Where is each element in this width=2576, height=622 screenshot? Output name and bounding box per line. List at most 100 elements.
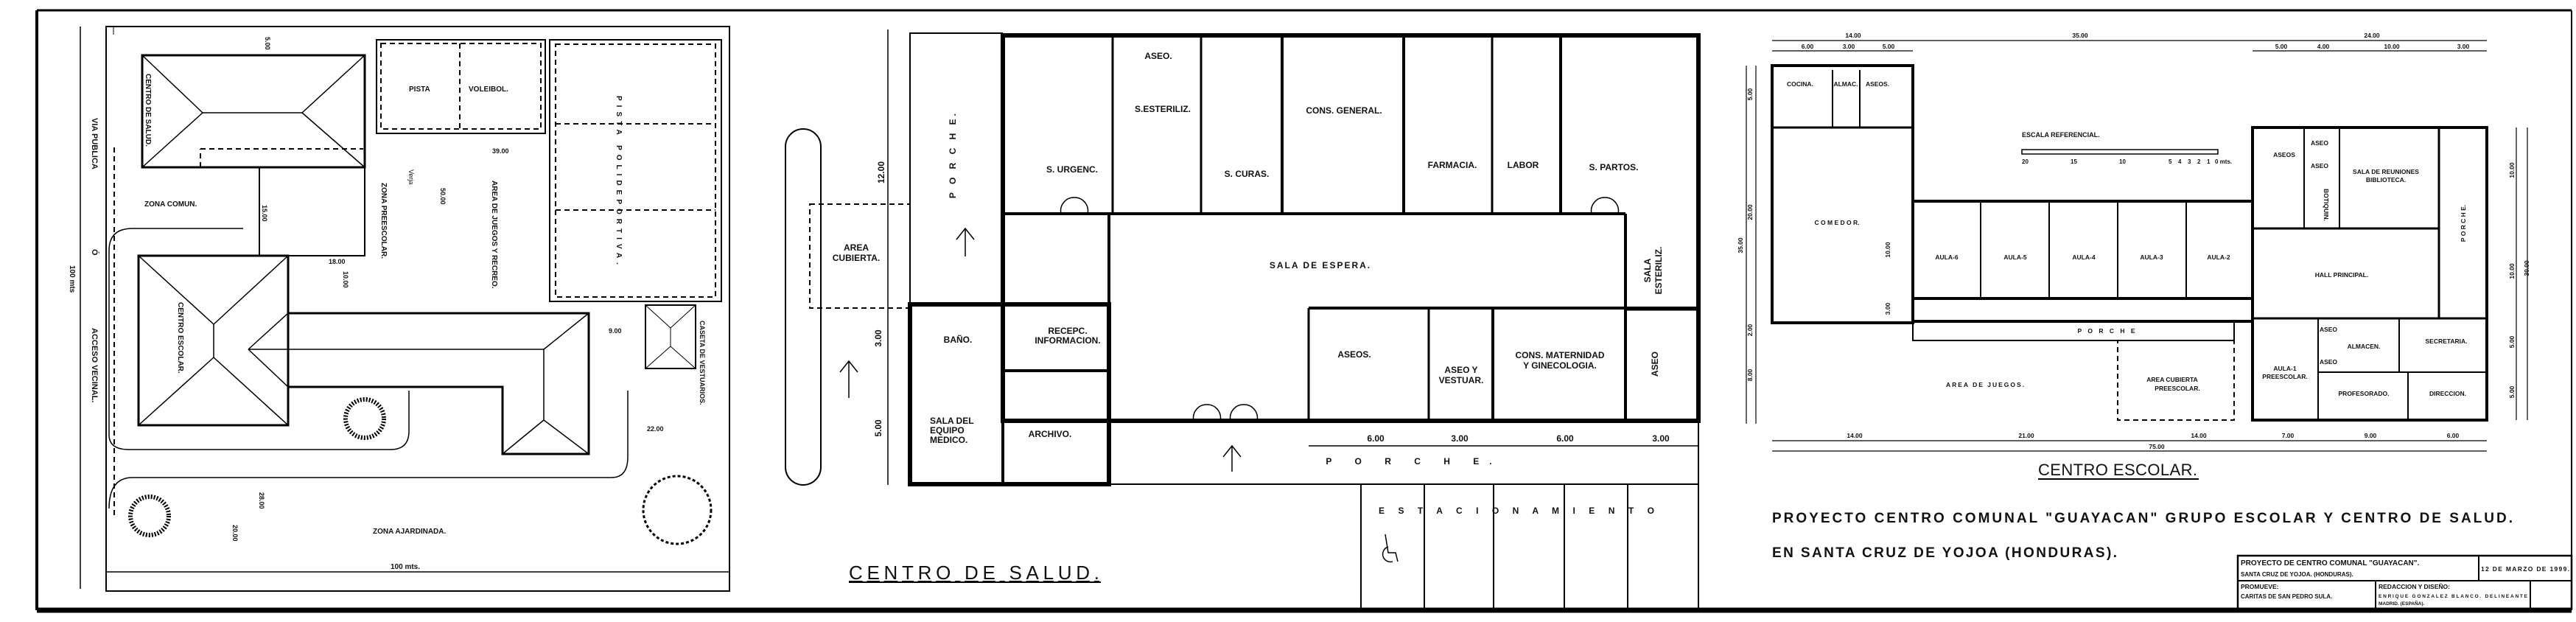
room-curas: S. CURAS. [1225,169,1270,179]
room-secretaria: SECRETARIA. [2426,338,2468,345]
school-plan: ESCALA REFERENCIAL. 20 15 10 5 4 3 2 1 0… [1737,32,2530,480]
room-aseo: ASEO [2311,139,2328,147]
dim-100-h: 100 mts. [391,563,420,571]
tree-icon [128,495,171,537]
title-block: PROYECTO DE CENTRO COMUNAL "GUAYACAN". S… [2236,554,2573,610]
dim: 10.00 [2384,43,2400,50]
room-comedor: C O M E D O R. [1815,219,1860,226]
room-aula-5: AULA-5 [2003,254,2026,261]
scale-tick: 3 [2188,158,2191,165]
porche-vertical: P O R C H E. [948,111,958,198]
multisport-court [549,39,722,302]
site-plan: VIA PUBLICA Ó ACCESO VECINAL. 100 mts 10… [68,26,730,592]
room-urgencias: S. URGENC. [1046,164,1098,175]
dim: 5.00 [2508,385,2516,398]
dim: 14.00 [2191,432,2207,439]
room-aula-2: AULA-2 [2207,254,2230,261]
area-cubierta-l1: AREA [844,242,869,253]
entry-arrow-icon [839,360,858,398]
scale-tick: 2 [2197,158,2201,165]
porche-horizontal: P O R C H E. [1326,456,1502,466]
dim-total: 30.00 [2523,260,2530,276]
title-line-1: PROYECTO CENTRO COMUNAL "GUAYACAN" GRUPO… [1772,511,2513,526]
dim: 10.00 [2508,162,2516,178]
area-juegos: AREA DE JUEGOS. [1946,381,2026,388]
dim-h: 6.00 [1367,433,1385,444]
door-icon [1192,404,1259,422]
room-aseo: ASEO [2311,162,2328,170]
block-place: SANTA CRUZ DE YOJOA. (HONDURAS). [2241,571,2353,578]
room-labor: LABOR [1508,160,1539,170]
zona-comun-label: ZONA COMUN. [144,200,197,209]
verja-label: Verja [407,170,415,185]
dim-label: 9.00 [609,327,622,335]
dim: 5.00 [2508,335,2516,348]
access-road [108,228,410,450]
scale-title: ESCALA REFERENCIAL. [2022,131,2100,139]
block-date: 12 DE MARZO DE 1999. [2481,565,2569,573]
caseta-roof [645,304,696,369]
room-aseo-vestuar-l2: VESTUAR. [1439,375,1484,385]
door-icon [1590,197,1620,214]
scale-tick: 10 [2119,158,2126,165]
block-promueve: CARITAS DE SAN PEDRO SULA. [2241,593,2332,600]
room-equipo-l1: SALA DEL [930,416,974,426]
dim: 3.00 [2457,43,2470,50]
pista-label: PISTA [409,85,430,94]
dim: 9.00 [2365,432,2377,439]
dim: 8.00 [1746,368,1754,381]
area-cubierta-l2: CUBIERTA. [833,253,880,263]
block-promueve-label: PROMUEVE: [2241,583,2279,590]
room-cocina: COCINA. [1787,80,1813,88]
entry-arrow-icon [956,227,975,256]
dim-label: 5.00 [264,37,271,50]
room-sala-esteriliz-l2: ESTERILIZ. [1653,247,1664,295]
dim-h: 6.00 [1556,433,1574,444]
area-cubierta-l2: PREESCOLAR. [2155,385,2199,392]
dim-label: 20.00 [231,525,239,542]
room-sala-esteriliz-l1: SALA [1642,258,1653,282]
dim: 4.00 [2317,43,2330,50]
health-center-title: CENTRO DE SALUD. [849,562,1099,584]
dim: 5.00 [1883,43,1895,50]
dim-label: 18.00 [329,258,346,265]
room-esteriliz: S.ESTERILIZ. [1135,104,1191,114]
room-sala-espera: SALA DE ESPERA. [1270,260,1371,270]
dim-label: 15.00 [261,205,268,222]
room-equipo-l3: MEDICO. [930,435,967,445]
dim: 10.00 [2508,263,2516,279]
via-publica-label: VIA PUBLICA [90,118,99,170]
voleibol-label: VOLEIBOL. [469,85,508,94]
health-center-plan: ASEO. S.ESTERILIZ. CONS. GENERAL. S. URG… [785,29,1701,612]
room-botiquin: BOTIQUIN. [2323,189,2330,221]
room-almac: ALMAC. [1833,80,1858,88]
room-aseo: ASEO. [1144,51,1172,61]
room-aseos: ASEOS. [1337,349,1371,360]
room-aula-6: AULA-6 [1935,254,1958,261]
room-hall: HALL PRINCIPAL. [2315,271,2368,279]
area-cubierta-l1: AREA CUBIERTA [2146,376,2197,383]
room-sala-reuniones-l1: SALA DE REUNIONES [2353,168,2419,175]
dim: 2.00 [1746,324,1754,336]
room-aula-3: AULA-3 [2140,254,2163,261]
room-profesorado: PROFESORADO. [2339,390,2390,397]
scale-tick: 4 [2178,158,2182,165]
escolar-roof [137,254,590,455]
dim-label: 39.00 [492,147,509,155]
dim-12: 12.00 [876,161,886,184]
room-bano: BAÑO. [944,334,973,345]
room-aseo: ASEO [2320,326,2337,333]
escolar-label: CENTRO ESCOLAR. [176,302,184,374]
covered-preschool-area [2117,340,2235,421]
room-aseos: ASEOS. [1866,80,1889,88]
salud-roof [141,54,366,169]
dim: 6.00 [1802,43,1814,50]
block-redaccion-1: ENRIQUE GONZALEZ BLANCO. DELINEANTE [2379,594,2528,599]
dim: 14.00 [1847,432,1863,439]
dim-label: 10.00 [342,271,349,288]
room-recepcion-l1: RECEPC. [1048,326,1087,336]
access-road [108,391,629,509]
pista-polideportiva-label: PISTA POLIDEPORTIVA. [615,96,623,269]
room-aula-1-l2: PREESCOLAR. [2262,373,2307,380]
entry-arrow-icon [1222,444,1242,472]
